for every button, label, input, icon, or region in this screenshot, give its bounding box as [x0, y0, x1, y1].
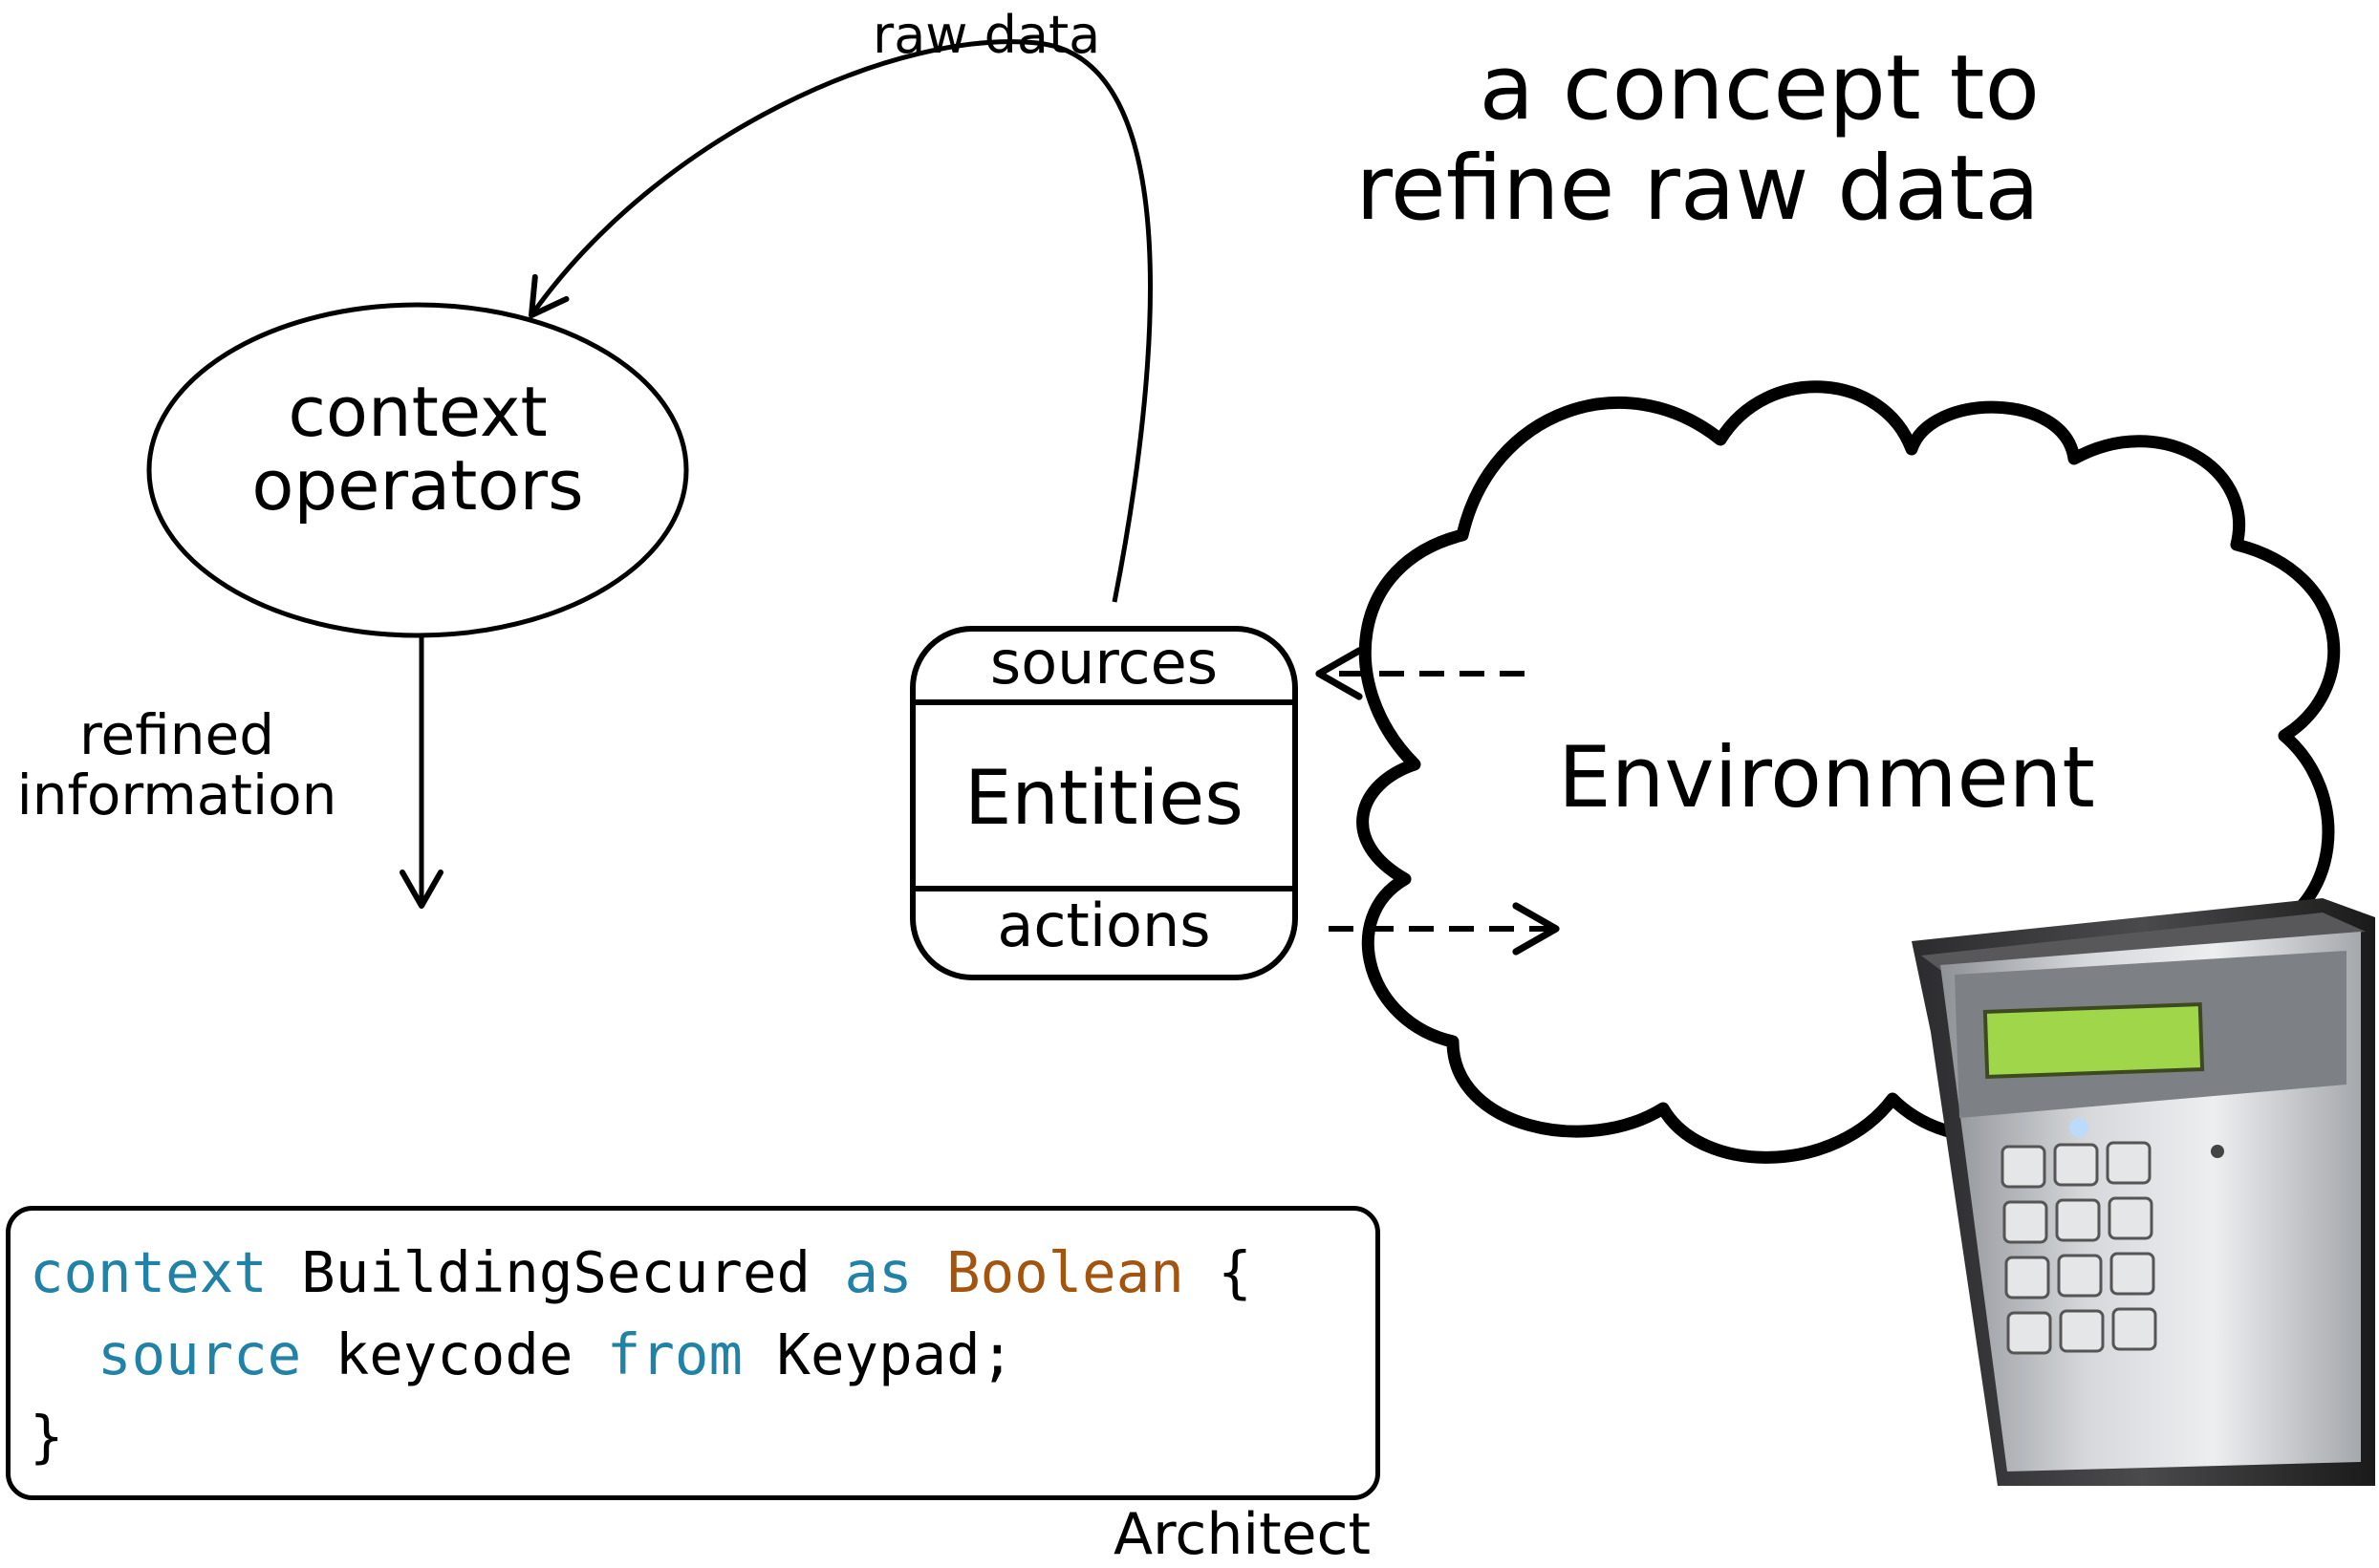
code-snippet: context BuildingSecured as Boolean { sou… — [30, 1232, 1252, 1478]
code-source-name: keycode — [301, 1321, 607, 1387]
code-line-3: } — [30, 1404, 64, 1470]
keyword-context: context — [30, 1239, 268, 1305]
refined-information-line-1: refined — [78, 702, 275, 767]
context-operators-label: context operators — [227, 372, 609, 526]
context-operators-line-1: context — [288, 372, 548, 452]
code-context-name: BuildingSecured — [267, 1239, 845, 1305]
context-operators-line-2: operators — [251, 445, 584, 526]
title-line-1: a concept to — [1479, 36, 2040, 140]
type-boolean: Boolean — [946, 1239, 1184, 1305]
architect-label: Architect — [1114, 1501, 1372, 1568]
environment-label: Environment — [1558, 728, 2095, 827]
keypad-device-image — [1912, 898, 2375, 1486]
keyword-as: as — [844, 1239, 913, 1305]
keyword-source: source — [97, 1321, 302, 1387]
entities-sources-label: sources — [989, 628, 1219, 698]
code-line-2: source keycode from Keypad; — [30, 1321, 1014, 1387]
code-source-device: Keypad; — [742, 1321, 1015, 1387]
entities-name-label: Entities — [964, 756, 1244, 842]
context-operators-ellipse — [146, 302, 689, 638]
code-snippet-box: context BuildingSecured as Boolean { sou… — [6, 1206, 1380, 1500]
code-open-brace: { — [1183, 1239, 1252, 1305]
entities-actions-label: actions — [997, 891, 1211, 960]
refined-information-label: refined information — [10, 705, 344, 825]
diagram-title: a concept to refine raw data — [1355, 38, 2040, 240]
code-line-1: context BuildingSecured as Boolean { — [30, 1239, 1252, 1305]
keyword-from: from — [606, 1321, 743, 1387]
title-line-2: refine raw data — [1355, 137, 2040, 242]
raw-data-arrow — [529, 39, 1153, 603]
raw-data-label: raw data — [873, 5, 1101, 65]
refined-information-line-2: information — [16, 762, 337, 827]
